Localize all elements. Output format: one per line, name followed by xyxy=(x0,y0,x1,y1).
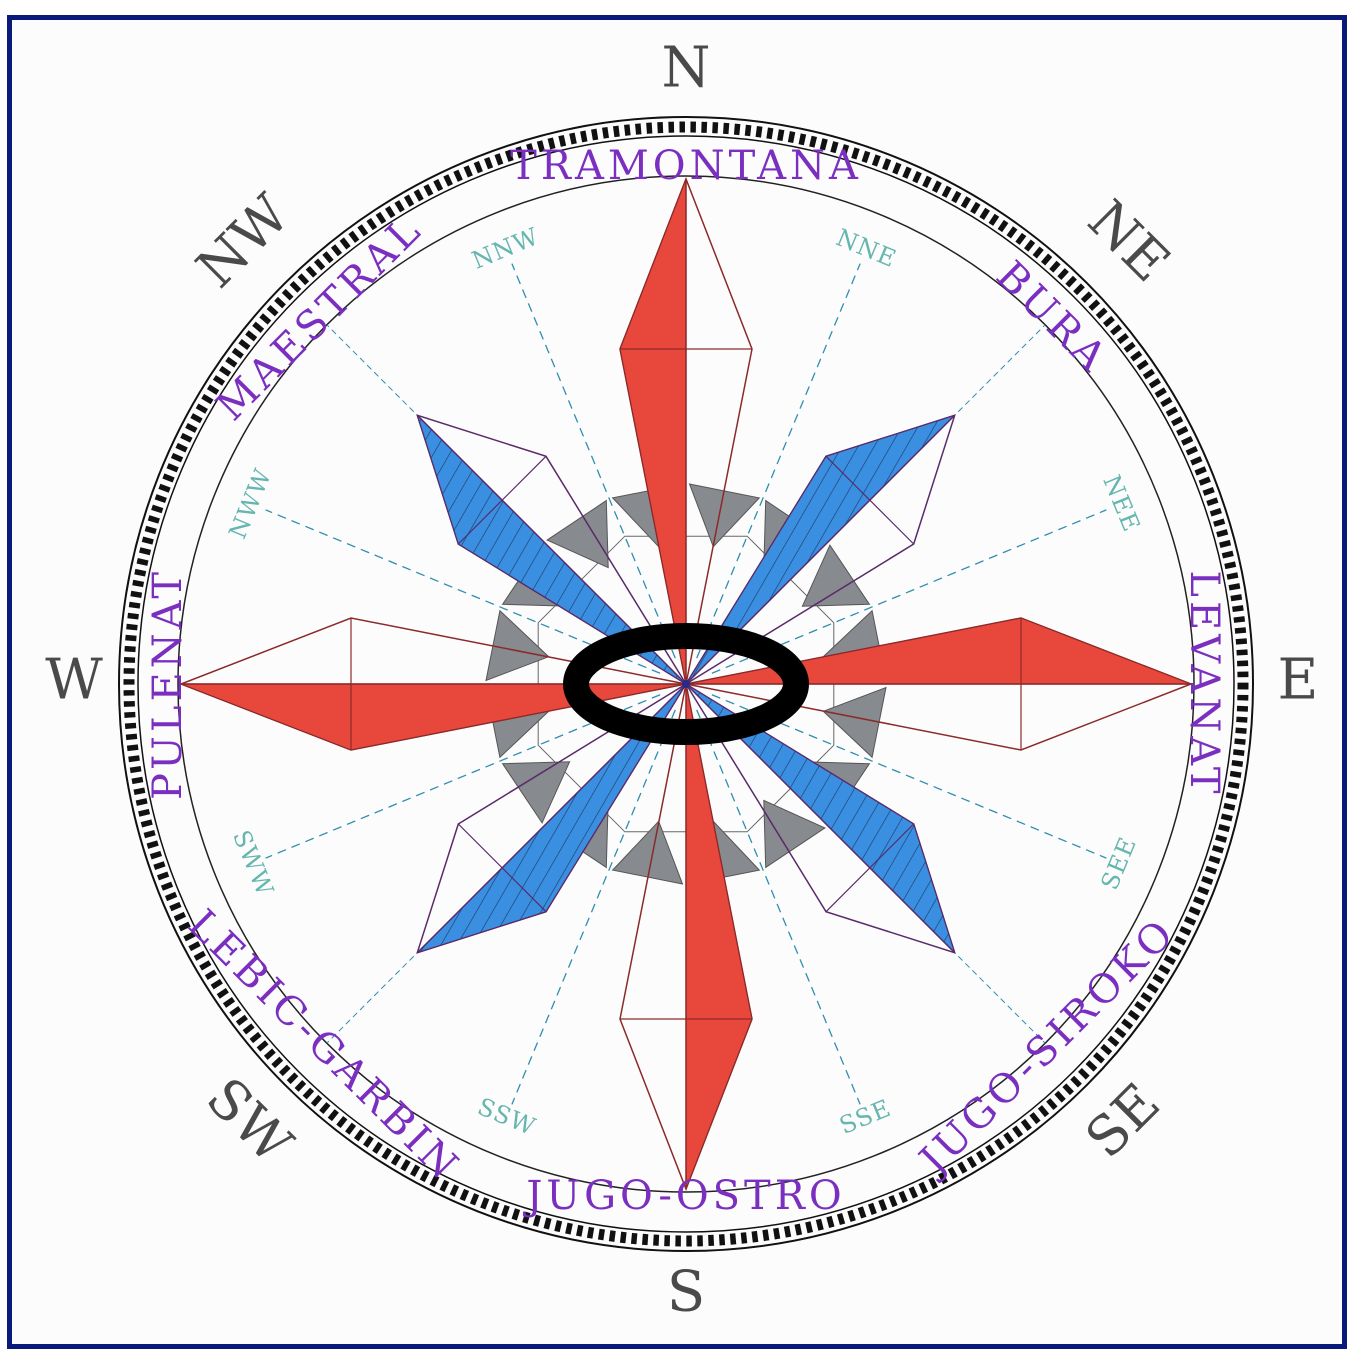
cardinal-label-se: SE xyxy=(1073,1071,1172,1170)
half-wind-label-nnw: NNW xyxy=(468,222,543,275)
cardinal-label-e: E xyxy=(1278,648,1319,713)
wind-label-levanat: LEVANAT xyxy=(1181,570,1227,797)
half-wind-label-sse: SSE xyxy=(835,1094,895,1140)
half-wind-label-nww: NWW xyxy=(223,464,277,542)
intercardinal-guide-line xyxy=(958,325,1045,412)
half-wind-label-nne: NNE xyxy=(832,223,900,273)
cardinal-label-sw: SW xyxy=(194,1066,304,1176)
half-wind-label-ssw: SSW xyxy=(474,1092,540,1141)
half-wind-label-see: SEE xyxy=(1095,833,1142,894)
cardinal-label-nw: NW xyxy=(184,182,302,300)
half-wind-label-nee: NEE xyxy=(1097,471,1145,536)
cardinal-label-n: N xyxy=(662,36,711,101)
cardinal-label-ne: NE xyxy=(1076,188,1182,294)
wind-label-pulenat: PULENAT xyxy=(145,568,191,800)
wind-label-bura: BURA xyxy=(987,253,1117,383)
wind-label-jugo-ostro: JUGO-OSTRO xyxy=(522,1173,845,1219)
principal-arm-fill xyxy=(620,179,686,684)
cardinal-label-s: S xyxy=(667,1260,705,1325)
half-wind-label-sww: SWW xyxy=(227,826,279,900)
cardinal-label-w: W xyxy=(45,648,103,713)
intercardinal-guide-line xyxy=(327,325,414,412)
center-point xyxy=(682,680,690,688)
principal-arm-fill xyxy=(686,684,752,1189)
wind-label-tramontana: TRAMONTANA xyxy=(510,143,862,189)
